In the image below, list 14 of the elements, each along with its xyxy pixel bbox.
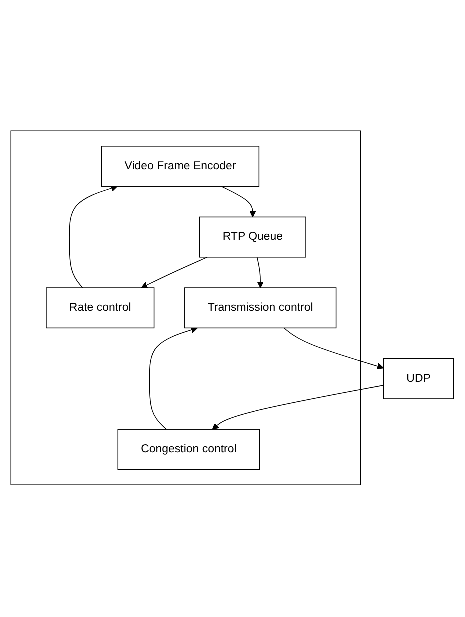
arrow bbox=[141, 257, 208, 289]
node-box: Transmission control bbox=[184, 288, 337, 329]
arrow bbox=[69, 186, 118, 289]
arrow bbox=[284, 328, 384, 370]
node-box: Video Frame Encoder bbox=[101, 146, 260, 188]
arrow bbox=[221, 186, 256, 218]
node-box: Congestion control bbox=[118, 430, 260, 471]
arrow bbox=[256, 257, 264, 289]
node-box: Rate control bbox=[46, 288, 155, 329]
node-box: RTP Queue bbox=[200, 217, 306, 258]
arrow bbox=[149, 327, 198, 430]
cluster bbox=[10, 131, 362, 486]
node-box: UDP bbox=[383, 358, 454, 400]
arrow bbox=[212, 386, 384, 430]
